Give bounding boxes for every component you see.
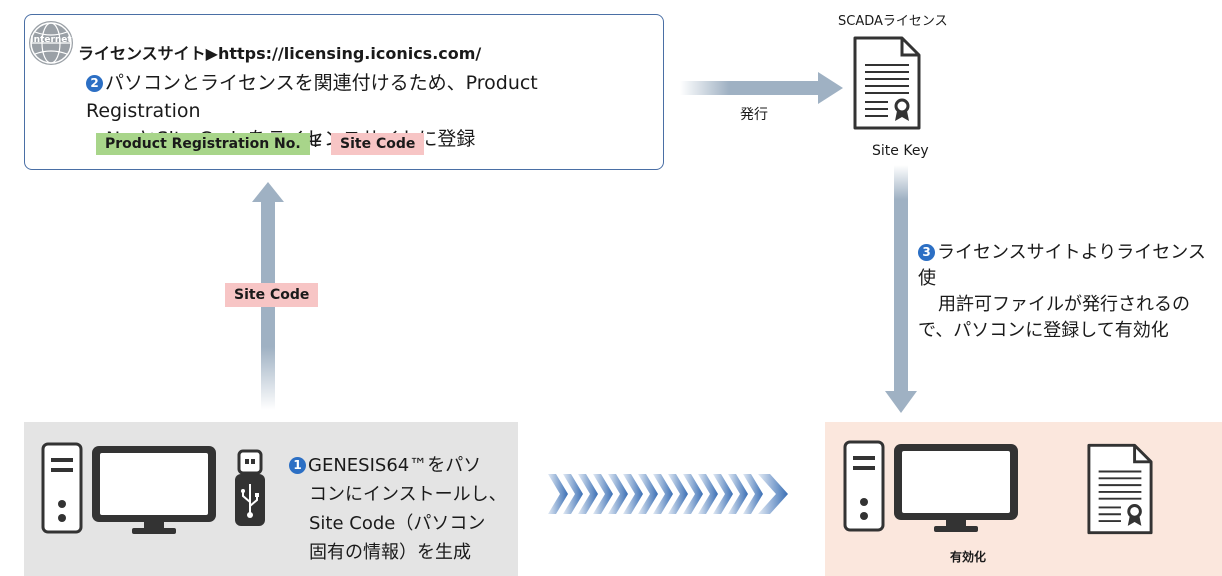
step2-line1: パソコンとライセンスを関連付けるため、Product Registration <box>86 72 538 122</box>
usb-drive-icon <box>232 448 268 532</box>
license-file-icon <box>1086 442 1154 540</box>
step3-number-badge: 3 <box>918 244 935 261</box>
globe-icon: Internet <box>29 21 73 65</box>
step3-line2: 用許可ファイルが発行されるの <box>938 294 1190 315</box>
site-code-flow-tag: Site Code <box>225 283 319 307</box>
site-key-label: Site Key <box>872 143 929 159</box>
step1-line3: Site Code（パソコン <box>309 513 486 534</box>
step1-number-badge: 1 <box>289 457 306 474</box>
activated-pc-icon <box>842 438 1022 542</box>
step1-line4: 固有の情報）を生成 <box>309 542 471 563</box>
step1-line1: GENESIS64™をパソ <box>308 455 482 476</box>
product-registration-tag: Product Registration No. <box>96 133 310 155</box>
plus-sign: + <box>308 131 324 152</box>
site-code-tag: Site Code <box>331 133 425 155</box>
step2-number-badge: 2 <box>86 75 103 92</box>
step3-line3: で、パソコンに登録して有効化 <box>918 320 1169 341</box>
activation-arrow <box>883 165 919 419</box>
license-site-title: ライセンスサイト▶https://licensing.iconics.com/ <box>78 44 482 63</box>
chevron-arrow-icon <box>548 470 798 522</box>
issue-arrow <box>680 70 845 110</box>
step1-line2: コンにインストールし、 <box>309 484 507 505</box>
step3-line1: ライセンスサイトよりライセンス使 <box>918 242 1206 289</box>
internet-label: Internet <box>30 35 72 45</box>
activated-panel <box>825 422 1222 576</box>
license-certificate-icon <box>852 35 922 135</box>
activated-label: 有効化 <box>950 550 987 564</box>
issue-label: 発行 <box>740 107 768 123</box>
desktop-pc-icon <box>40 440 220 544</box>
scada-license-title: SCADAライセンス <box>838 14 948 29</box>
